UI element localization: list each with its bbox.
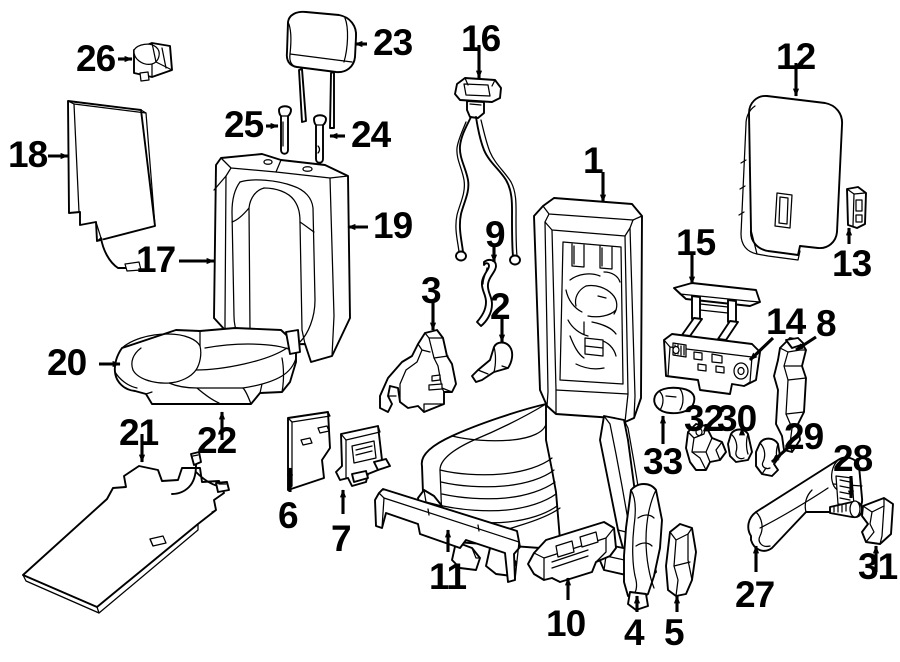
part-rail-end-cover xyxy=(527,521,617,583)
callout-30[interactable]: 30 xyxy=(717,398,757,439)
callout-5[interactable]: 5 xyxy=(664,612,685,653)
part-seat-cushion xyxy=(113,327,301,405)
callout-2[interactable]: 2 xyxy=(490,286,511,327)
callout-4[interactable]: 4 xyxy=(624,612,645,653)
callout-25[interactable]: 25 xyxy=(224,104,264,145)
part-floor-mat-carpet xyxy=(22,465,225,614)
callout-33[interactable]: 33 xyxy=(643,441,683,482)
part-cushion-wire-harness xyxy=(171,451,230,495)
callout-17[interactable]: 17 xyxy=(136,239,176,280)
part-pivot-bushing-b xyxy=(755,437,781,477)
callout-6[interactable]: 6 xyxy=(278,495,299,536)
callout-16[interactable]: 16 xyxy=(461,18,501,59)
part-seat-back-board xyxy=(67,100,156,272)
part-pivot-bracket-small xyxy=(471,341,514,383)
part-pivot-bushing-a xyxy=(727,428,753,463)
callout-22[interactable]: 22 xyxy=(197,420,237,461)
callout-29[interactable]: 29 xyxy=(784,416,824,457)
part-striker-cover xyxy=(846,186,867,229)
callout-8[interactable]: 8 xyxy=(816,303,837,344)
callout-18[interactable]: 18 xyxy=(8,134,48,175)
part-side-shield-bracket xyxy=(379,329,457,413)
callout-10[interactable]: 10 xyxy=(546,603,586,644)
callout-19[interactable]: 19 xyxy=(373,205,413,246)
part-armrest-end-cap xyxy=(861,497,894,545)
callout-11[interactable]: 11 xyxy=(429,556,467,597)
part-latch-plate-bracket xyxy=(335,425,391,487)
callout-1[interactable]: 1 xyxy=(583,140,604,181)
part-seat-back-panel xyxy=(738,95,843,261)
callout-13[interactable]: 13 xyxy=(832,243,872,284)
part-cross-member-bracket xyxy=(663,333,761,395)
part-head-restraint xyxy=(285,10,357,129)
callout-32[interactable]: 32 xyxy=(684,398,724,439)
part-head-restraint-guide-b xyxy=(313,114,327,164)
part-trim-cover-long xyxy=(623,483,663,611)
part-head-restraint-guide-a xyxy=(278,105,292,155)
callout-leaders xyxy=(48,40,880,612)
part-flat-panel-plate xyxy=(287,411,331,491)
part-armrest-assembly xyxy=(747,456,864,552)
callout-23[interactable]: 23 xyxy=(373,22,413,63)
part-trim-cover-short xyxy=(665,523,697,597)
part-hinge-cover-clip xyxy=(133,42,173,82)
part-retainer-clip xyxy=(653,386,696,415)
part-wire-support-bracket xyxy=(673,282,761,341)
callout-20[interactable]: 20 xyxy=(47,342,87,383)
callout-14[interactable]: 14 xyxy=(766,301,806,342)
callout-24[interactable]: 24 xyxy=(351,114,391,155)
callout-9[interactable]: 9 xyxy=(485,214,506,255)
callout-31[interactable]: 31 xyxy=(858,546,898,587)
callout-21[interactable]: 21 xyxy=(119,412,159,453)
part-cable-hook xyxy=(476,258,497,327)
callout-28[interactable]: 28 xyxy=(833,438,873,479)
callout-7[interactable]: 7 xyxy=(331,518,352,559)
callout-26[interactable]: 26 xyxy=(76,38,116,79)
callout-27[interactable]: 27 xyxy=(735,574,775,615)
part-hinge-bracket-small xyxy=(685,423,727,471)
callout-3[interactable]: 3 xyxy=(421,270,442,311)
callout-15[interactable]: 15 xyxy=(676,222,716,263)
part-release-handle-cable xyxy=(454,77,521,266)
callout-12[interactable]: 12 xyxy=(776,36,816,77)
